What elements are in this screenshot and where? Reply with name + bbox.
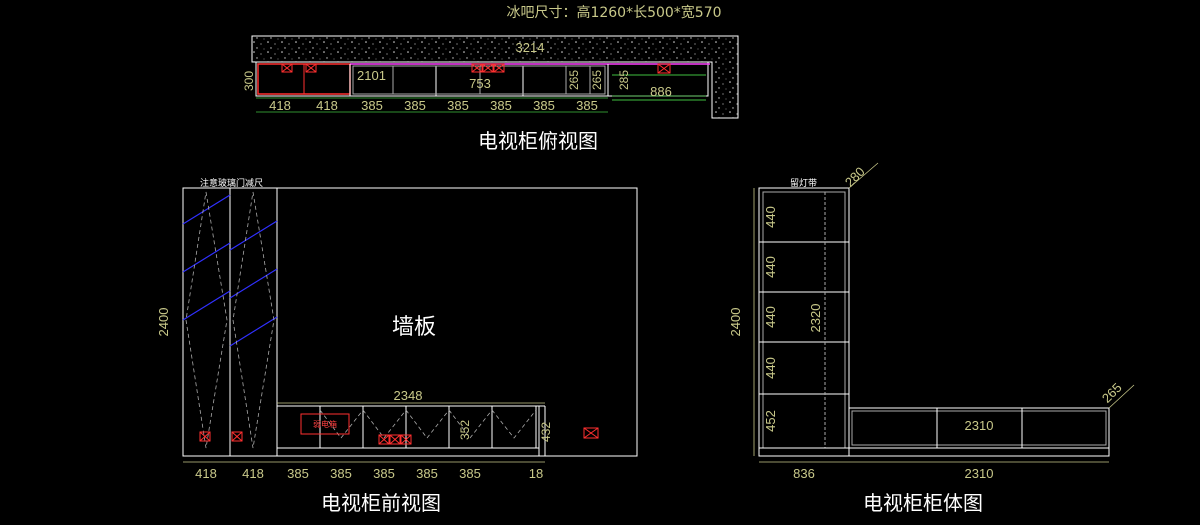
dim-front-bottom: 385: [330, 466, 352, 481]
top-bottom-dims: 418 418 385 385 385 385 385 385: [269, 98, 598, 113]
dim-top-753: 753: [469, 76, 491, 91]
dim-top-bottom: 418: [269, 98, 291, 113]
dim-body-2310: 2310: [965, 466, 994, 481]
dim-top-bottom: 385: [490, 98, 512, 113]
front-view: [182, 187, 638, 463]
dim-shelf: 440: [763, 357, 778, 379]
dim-front-352: 352: [458, 420, 472, 440]
dim-top-bottom: 385: [447, 98, 469, 113]
dim-front-cabinet: 2348: [394, 388, 423, 403]
glass-hatch: [182, 194, 278, 347]
dim-front-bottom: 385: [373, 466, 395, 481]
dim-front-height: 2400: [156, 308, 171, 337]
dim-top-total: 3214: [516, 40, 545, 55]
dim-front-bottom: 385: [416, 466, 438, 481]
dim-body-280: 280: [842, 164, 868, 190]
outlet-boxes-top: [281, 63, 671, 74]
dim-front-bottom: 385: [459, 466, 481, 481]
countertop: [251, 35, 739, 119]
dim-top-bottom: 385: [576, 98, 598, 113]
dim-top-bottom: 385: [404, 98, 426, 113]
dim-front-bottom: 418: [242, 466, 264, 481]
glass-door-note: 注意玻璃门减尺: [200, 177, 263, 189]
dim-top-265b: 265: [590, 70, 604, 90]
top-view-title: 电视柜俯视图: [478, 129, 598, 153]
shelf-dims: 440 440 440 440 452: [763, 206, 778, 432]
dim-body-height: 2400: [728, 308, 743, 337]
front-view-title: 电视柜前视图: [321, 491, 441, 515]
top-view: [251, 35, 739, 119]
dim-body-836: 836: [793, 466, 815, 481]
dim-top-bottom: 385: [361, 98, 383, 113]
wall-label: 墙板: [392, 315, 436, 340]
dim-top-265a: 265: [567, 70, 581, 90]
front-bottom-dims: 418 418 385 385 385 385 385 18: [195, 466, 543, 481]
dim-top-depth: 300: [242, 71, 256, 91]
weak-current-label: 弱电箱: [313, 419, 337, 429]
dim-body-265: 265: [1099, 380, 1125, 406]
body-view: [753, 162, 1135, 463]
dim-shelf: 440: [763, 256, 778, 278]
dim-top-886: 886: [650, 84, 672, 99]
dim-shelf: 452: [763, 410, 778, 432]
dim-top-bottom: 418: [316, 98, 338, 113]
dim-body-2310-inner: 2310: [965, 418, 994, 433]
top-cabinet-outline: [255, 61, 709, 97]
dim-front-bottom: 18: [529, 466, 543, 481]
body-view-title: 电视柜柜体图: [863, 491, 983, 515]
dim-top-285: 285: [617, 70, 631, 90]
dim-front-432: 432: [539, 422, 553, 442]
light-strip-note: 留灯带: [790, 177, 817, 189]
dim-top-2101: 2101: [357, 68, 386, 83]
weak-current-box: [300, 413, 350, 435]
dim-front-bottom: 418: [195, 466, 217, 481]
dim-top-bottom: 385: [533, 98, 555, 113]
dim-shelf: 440: [763, 206, 778, 228]
dim-shelf: 440: [763, 306, 778, 328]
bar-size-label: 冰吧尺寸：高1260*长500*宽570: [506, 4, 721, 21]
dim-front-bottom: 385: [287, 466, 309, 481]
dim-body-inner: 2320: [808, 304, 823, 333]
